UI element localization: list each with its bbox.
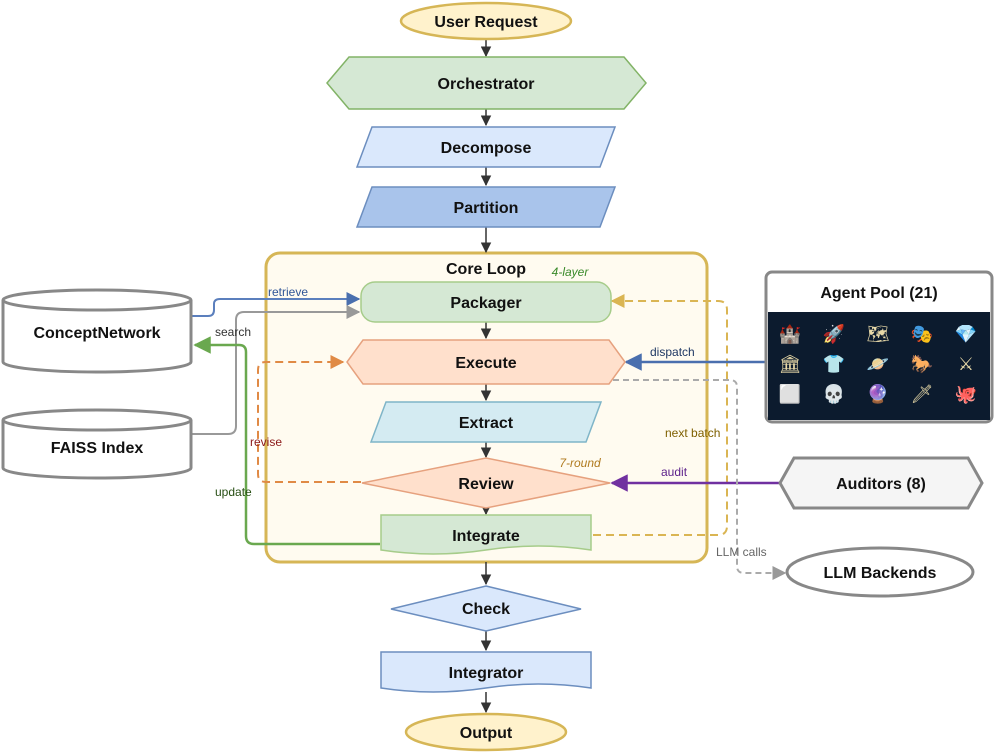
concept-network-store: ConceptNetwork xyxy=(1,288,193,374)
agent-icon: 🎭 xyxy=(911,324,933,345)
dispatch-label: dispatch xyxy=(650,345,695,359)
concept-network-label: ConceptNetwork xyxy=(33,325,160,342)
review-note: 7-round xyxy=(559,456,601,470)
core-loop-title: Core Loop xyxy=(446,261,526,278)
retrieve-edge xyxy=(191,292,361,317)
integrate-node xyxy=(380,514,592,555)
agent-icon: 🚀 xyxy=(823,323,845,345)
partition-node xyxy=(355,186,617,228)
agent-icon: 👕 xyxy=(823,354,845,375)
agent-icon: 💀 xyxy=(823,383,845,405)
llm-calls-edge xyxy=(613,379,787,580)
llm-backends-node xyxy=(785,546,975,598)
partition-label: Partition xyxy=(454,200,519,217)
packager-node xyxy=(360,281,612,323)
user-request-label: User Request xyxy=(434,14,538,31)
faiss-index-store: FAISS Index xyxy=(1,408,193,480)
agent-pool-panel: Agent Pool (21) 🏰 🚀 🗺 🎭 💎 🏛 👕 🪐 🐎 ⚔ ⬜ 💀 🔮 🗡 🐙 xyxy=(764,270,994,424)
agent-icon: 💎 xyxy=(955,324,977,345)
agent-icon: 🔮 xyxy=(867,383,889,405)
llm-calls-label: LLM calls xyxy=(716,545,767,559)
output-node xyxy=(404,712,568,752)
auditors-node xyxy=(778,456,984,510)
revise-label: revise xyxy=(250,435,282,449)
review-label: Review xyxy=(458,476,514,493)
output-label: Output xyxy=(460,725,513,742)
agent-icon: 🪐 xyxy=(867,354,890,375)
orchestrator-node xyxy=(326,56,647,110)
agent-pool-title: Agent Pool (21) xyxy=(820,285,937,302)
agent-icon: 🐙 xyxy=(955,384,977,405)
next-batch-edge xyxy=(593,294,728,536)
integrator-node xyxy=(380,651,592,693)
review-node xyxy=(361,457,611,509)
agent-icon: 🏛 xyxy=(779,354,802,375)
search-edge xyxy=(191,305,361,435)
user-request-node xyxy=(399,1,573,41)
update-label: update xyxy=(215,485,252,499)
check-node xyxy=(390,585,582,632)
update-edge xyxy=(193,336,380,546)
llm-backends-label: LLM Backends xyxy=(824,565,937,582)
audit-label: audit xyxy=(661,465,688,479)
agent-icon: 🐎 xyxy=(911,354,933,375)
execute-node xyxy=(346,339,626,385)
search-label: search xyxy=(215,325,251,339)
extract-node xyxy=(369,401,603,443)
core-loop-note: 4-layer xyxy=(552,265,590,279)
extract-label: Extract xyxy=(459,415,514,432)
integrator-label: Integrator xyxy=(449,665,524,682)
revise-edge xyxy=(257,355,361,483)
agent-icon: 🗡 xyxy=(911,384,934,405)
integrate-label: Integrate xyxy=(452,528,520,545)
agent-pool-grid xyxy=(768,312,990,420)
agent-icon-grid: 🏰 🚀 🗺 🎭 💎 🏛 👕 🪐 🐎 ⚔ ⬜ 💀 🔮 🗡 🐙 xyxy=(779,323,978,405)
packager-label: Packager xyxy=(450,295,521,312)
agent-icon: ⚔ xyxy=(958,354,974,375)
agent-icon: 🗺 xyxy=(867,324,890,345)
agent-icon: 🏰 xyxy=(779,324,801,345)
agent-icon: ⬜ xyxy=(779,383,801,405)
decompose-node xyxy=(355,126,617,168)
decompose-label: Decompose xyxy=(441,140,532,157)
execute-label: Execute xyxy=(455,355,516,372)
retrieve-label: retrieve xyxy=(268,285,308,299)
faiss-index-label: FAISS Index xyxy=(51,440,144,457)
orchestrator-label: Orchestrator xyxy=(438,76,535,93)
next-batch-label: next batch xyxy=(665,426,720,440)
check-label: Check xyxy=(462,601,510,618)
auditors-label: Auditors (8) xyxy=(836,476,926,493)
